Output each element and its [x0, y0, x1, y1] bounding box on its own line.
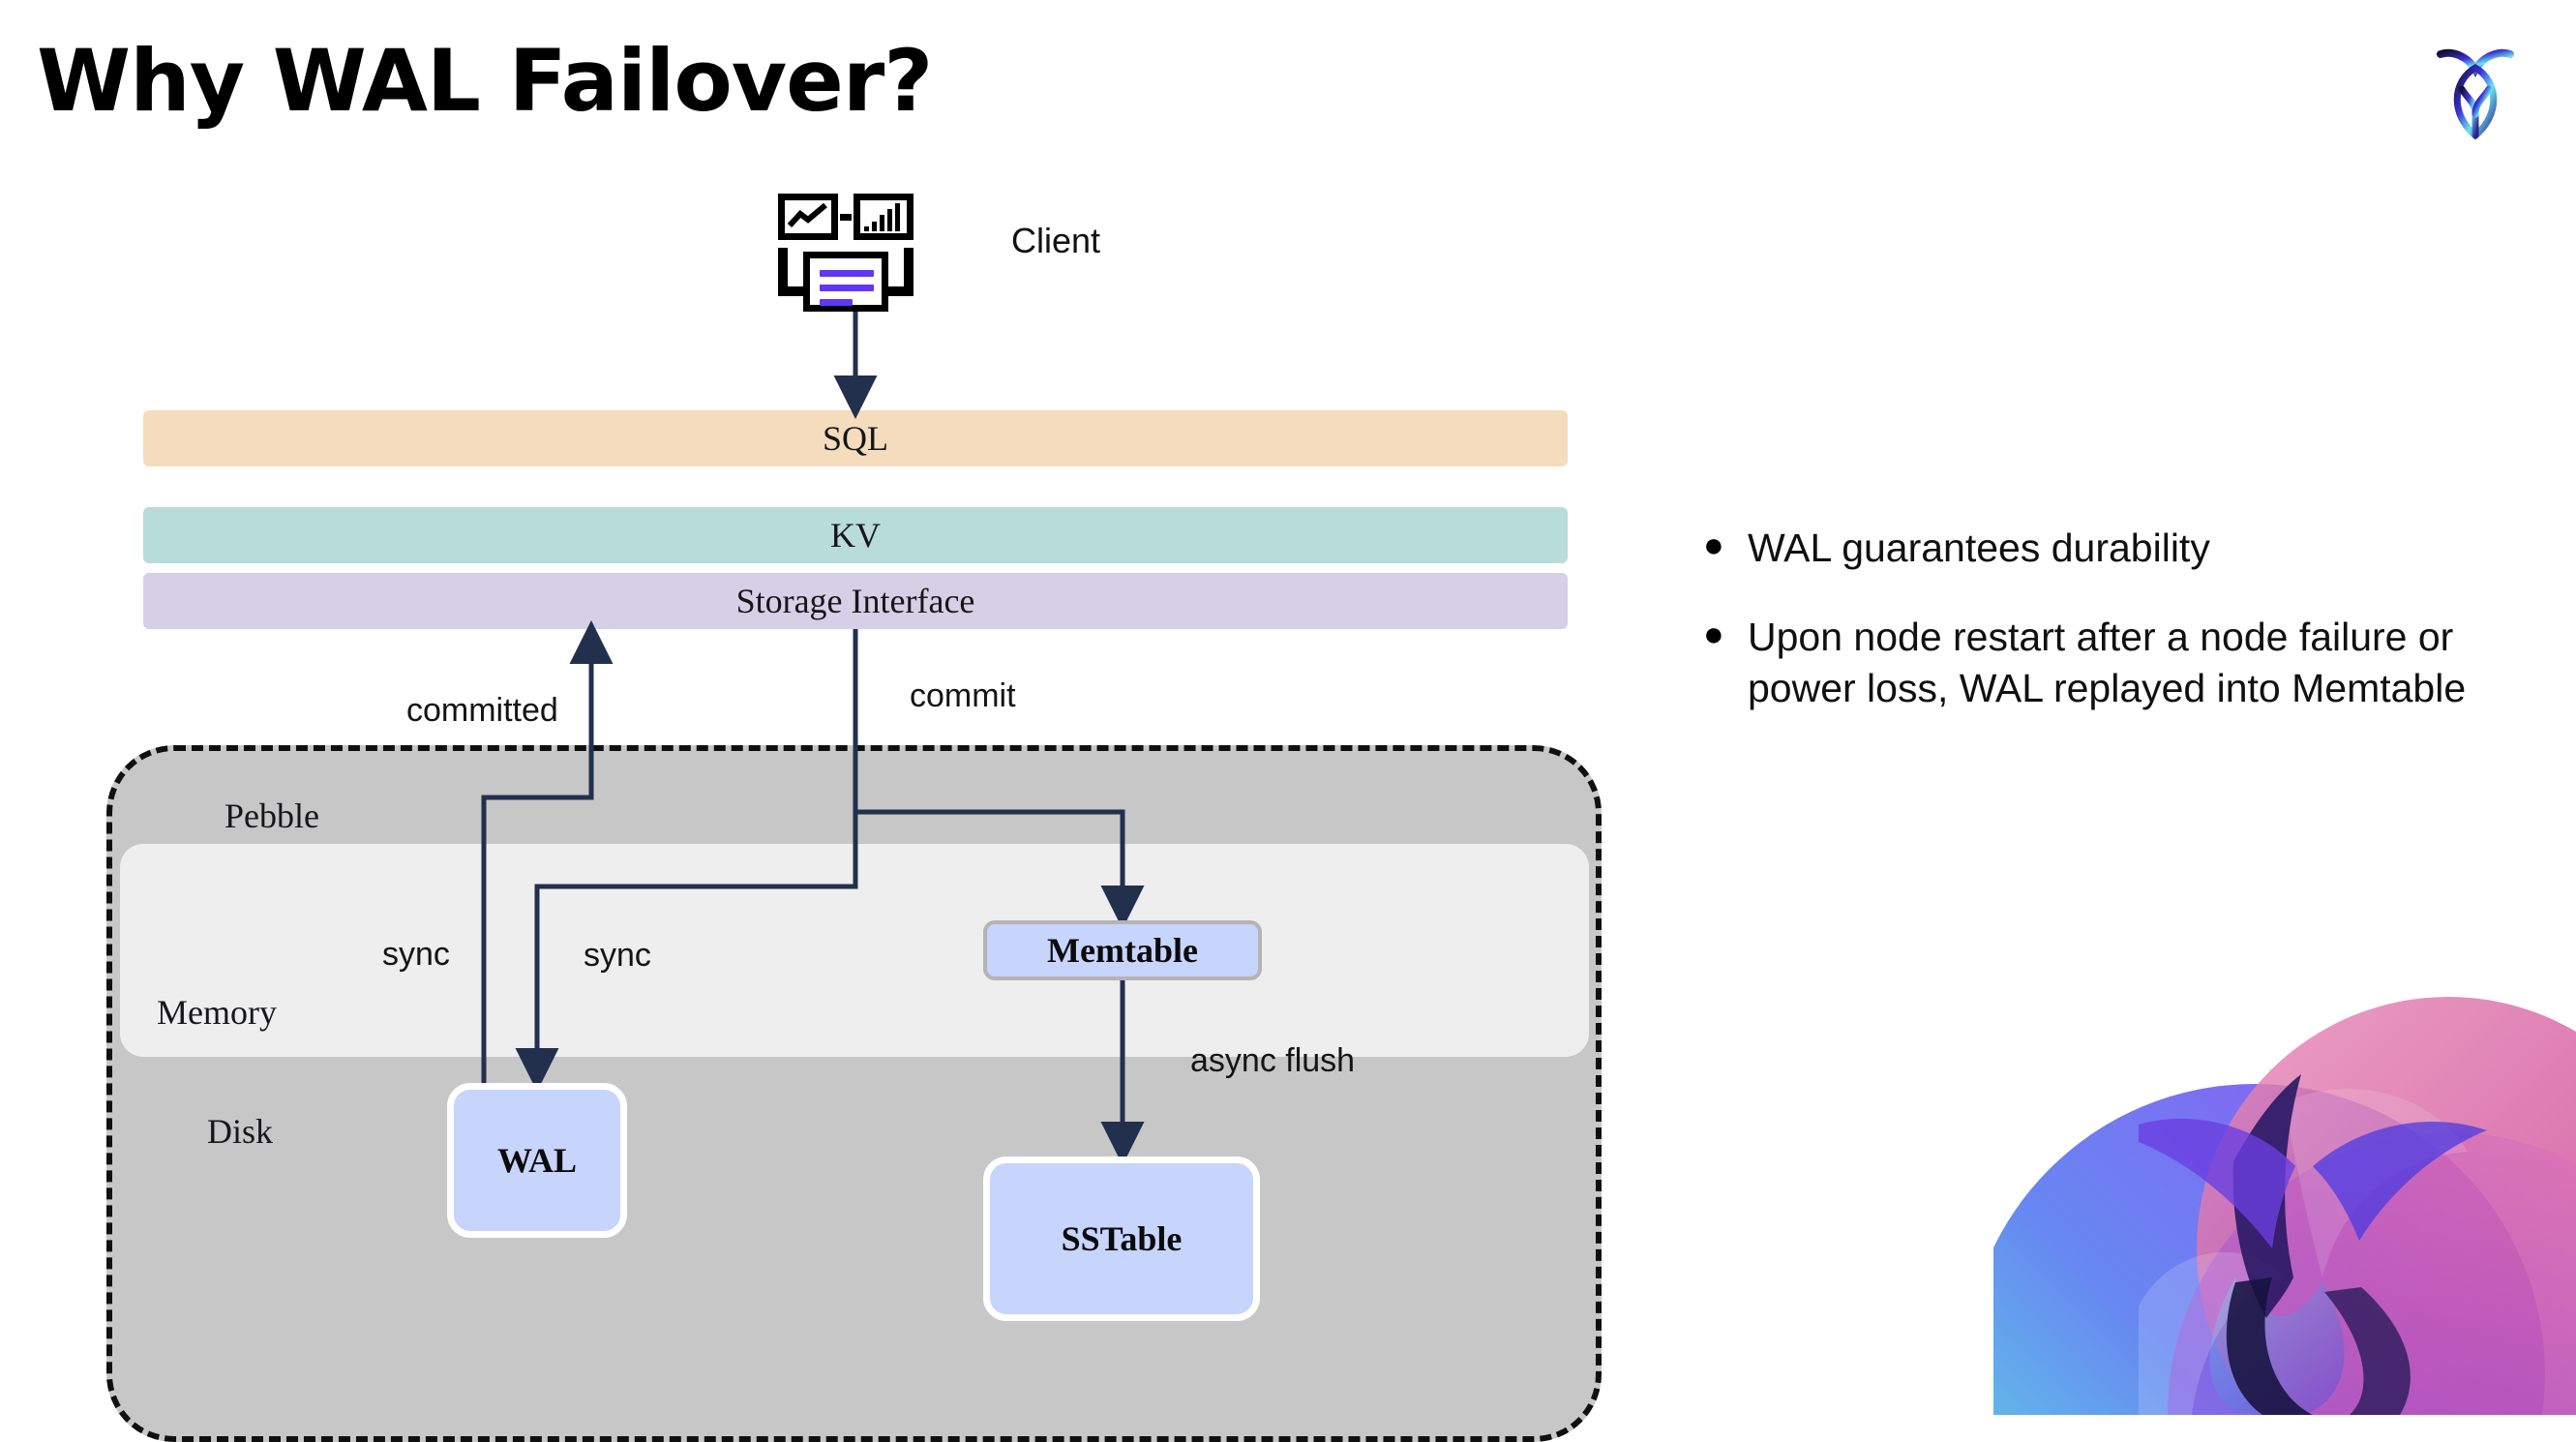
- document-icon: [803, 252, 888, 312]
- memory-region: [120, 844, 1589, 1057]
- document-line: [820, 299, 853, 306]
- edge-label-sync-two: sync: [584, 937, 651, 974]
- client-dashboard-icon: [774, 194, 929, 315]
- bullet-marker-icon: ●: [1703, 525, 1724, 564]
- memory-label: Memory: [157, 993, 277, 1032]
- list-item: ● Upon node restart after a node failure…: [1703, 612, 2506, 713]
- list-item: ● WAL guarantees durability: [1703, 523, 2506, 573]
- dash-separator-icon: [840, 214, 852, 221]
- bullet-list: ● WAL guarantees durability ● Upon node …: [1703, 523, 2506, 752]
- edge-label-commit: commit: [910, 677, 1016, 714]
- bullet-marker-icon: ●: [1703, 614, 1724, 654]
- edge-label-committed: committed: [406, 692, 558, 729]
- bracket-left-icon: [778, 248, 807, 296]
- bracket-right-icon: [884, 248, 914, 296]
- layer-bar-storage-interface: Storage Interface: [143, 573, 1568, 629]
- edge-label-async-flush: async flush: [1190, 1042, 1356, 1079]
- document-line: [820, 270, 874, 277]
- bullet-text: Upon node restart after a node failure o…: [1748, 615, 2467, 710]
- node-memtable: Memtable: [983, 920, 1262, 980]
- node-wal: WAL: [447, 1083, 627, 1238]
- layer-bar-storage-interface-label: Storage Interface: [735, 582, 975, 620]
- node-wal-label: WAL: [496, 1141, 578, 1180]
- line-chart-icon: [778, 194, 838, 240]
- cockroachdb-logo: [2427, 39, 2524, 145]
- layer-bar-kv: KV: [143, 507, 1568, 563]
- node-sstable: SSTable: [983, 1157, 1260, 1321]
- bar-chart-icon: [854, 194, 914, 240]
- gradient-circles-decoration: [1993, 958, 2576, 1415]
- pebble-label: Pebble: [225, 796, 319, 835]
- node-sstable-label: SSTable: [1061, 1219, 1183, 1258]
- layer-bar-kv-label: KV: [830, 516, 881, 555]
- document-line: [820, 285, 874, 291]
- layer-bar-sql: SQL: [143, 410, 1568, 466]
- node-memtable-label: Memtable: [1047, 931, 1198, 970]
- disk-label: Disk: [207, 1112, 274, 1151]
- edge-label-sync-one: sync: [382, 936, 450, 973]
- page-title: Why WAL Failover?: [37, 31, 933, 131]
- layer-bar-sql-label: SQL: [822, 419, 888, 458]
- client-label: Client: [1011, 221, 1101, 260]
- bullet-text: WAL guarantees durability: [1748, 526, 2210, 570]
